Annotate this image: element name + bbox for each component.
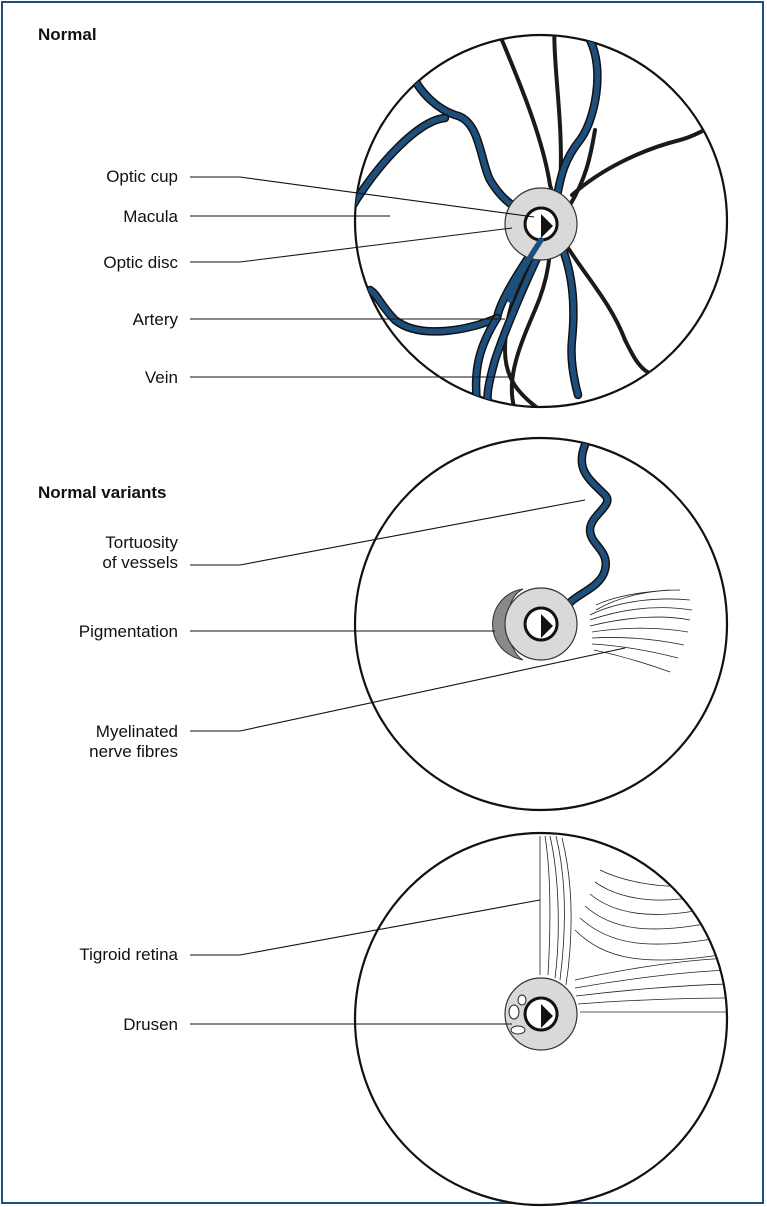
drusen-body [518, 995, 526, 1005]
label-myelinated: Myelinated [96, 722, 178, 741]
label-nerve-fibres: nerve fibres [89, 742, 178, 761]
label-optic-cup: Optic cup [106, 167, 178, 186]
panel-normal-variants: Normal variants Tortuosity of vessels Pi… [38, 403, 740, 813]
label-drusen: Drusen [123, 1015, 178, 1034]
label-tortuosity: Tortuosity [105, 533, 178, 552]
drusen-body [509, 1005, 519, 1019]
label-macula: Macula [123, 207, 178, 226]
label-artery: Artery [133, 310, 179, 329]
label-of-vessels: of vessels [102, 553, 178, 572]
panel-normal: Normal Optic cup Macula Optic disc Arter… [38, 0, 740, 410]
label-pigmentation: Pigmentation [79, 622, 178, 641]
label-tigroid-retina: Tigroid retina [79, 945, 178, 964]
drusen-body [511, 1026, 525, 1034]
panel-normal-heading: Normal [38, 25, 97, 44]
panel-variants-heading: Normal variants [38, 483, 167, 502]
label-optic-disc: Optic disc [103, 253, 178, 272]
panel-tigroid-drusen: Tigroid retina Drusen [79, 798, 740, 1207]
label-vein: Vein [145, 368, 178, 387]
